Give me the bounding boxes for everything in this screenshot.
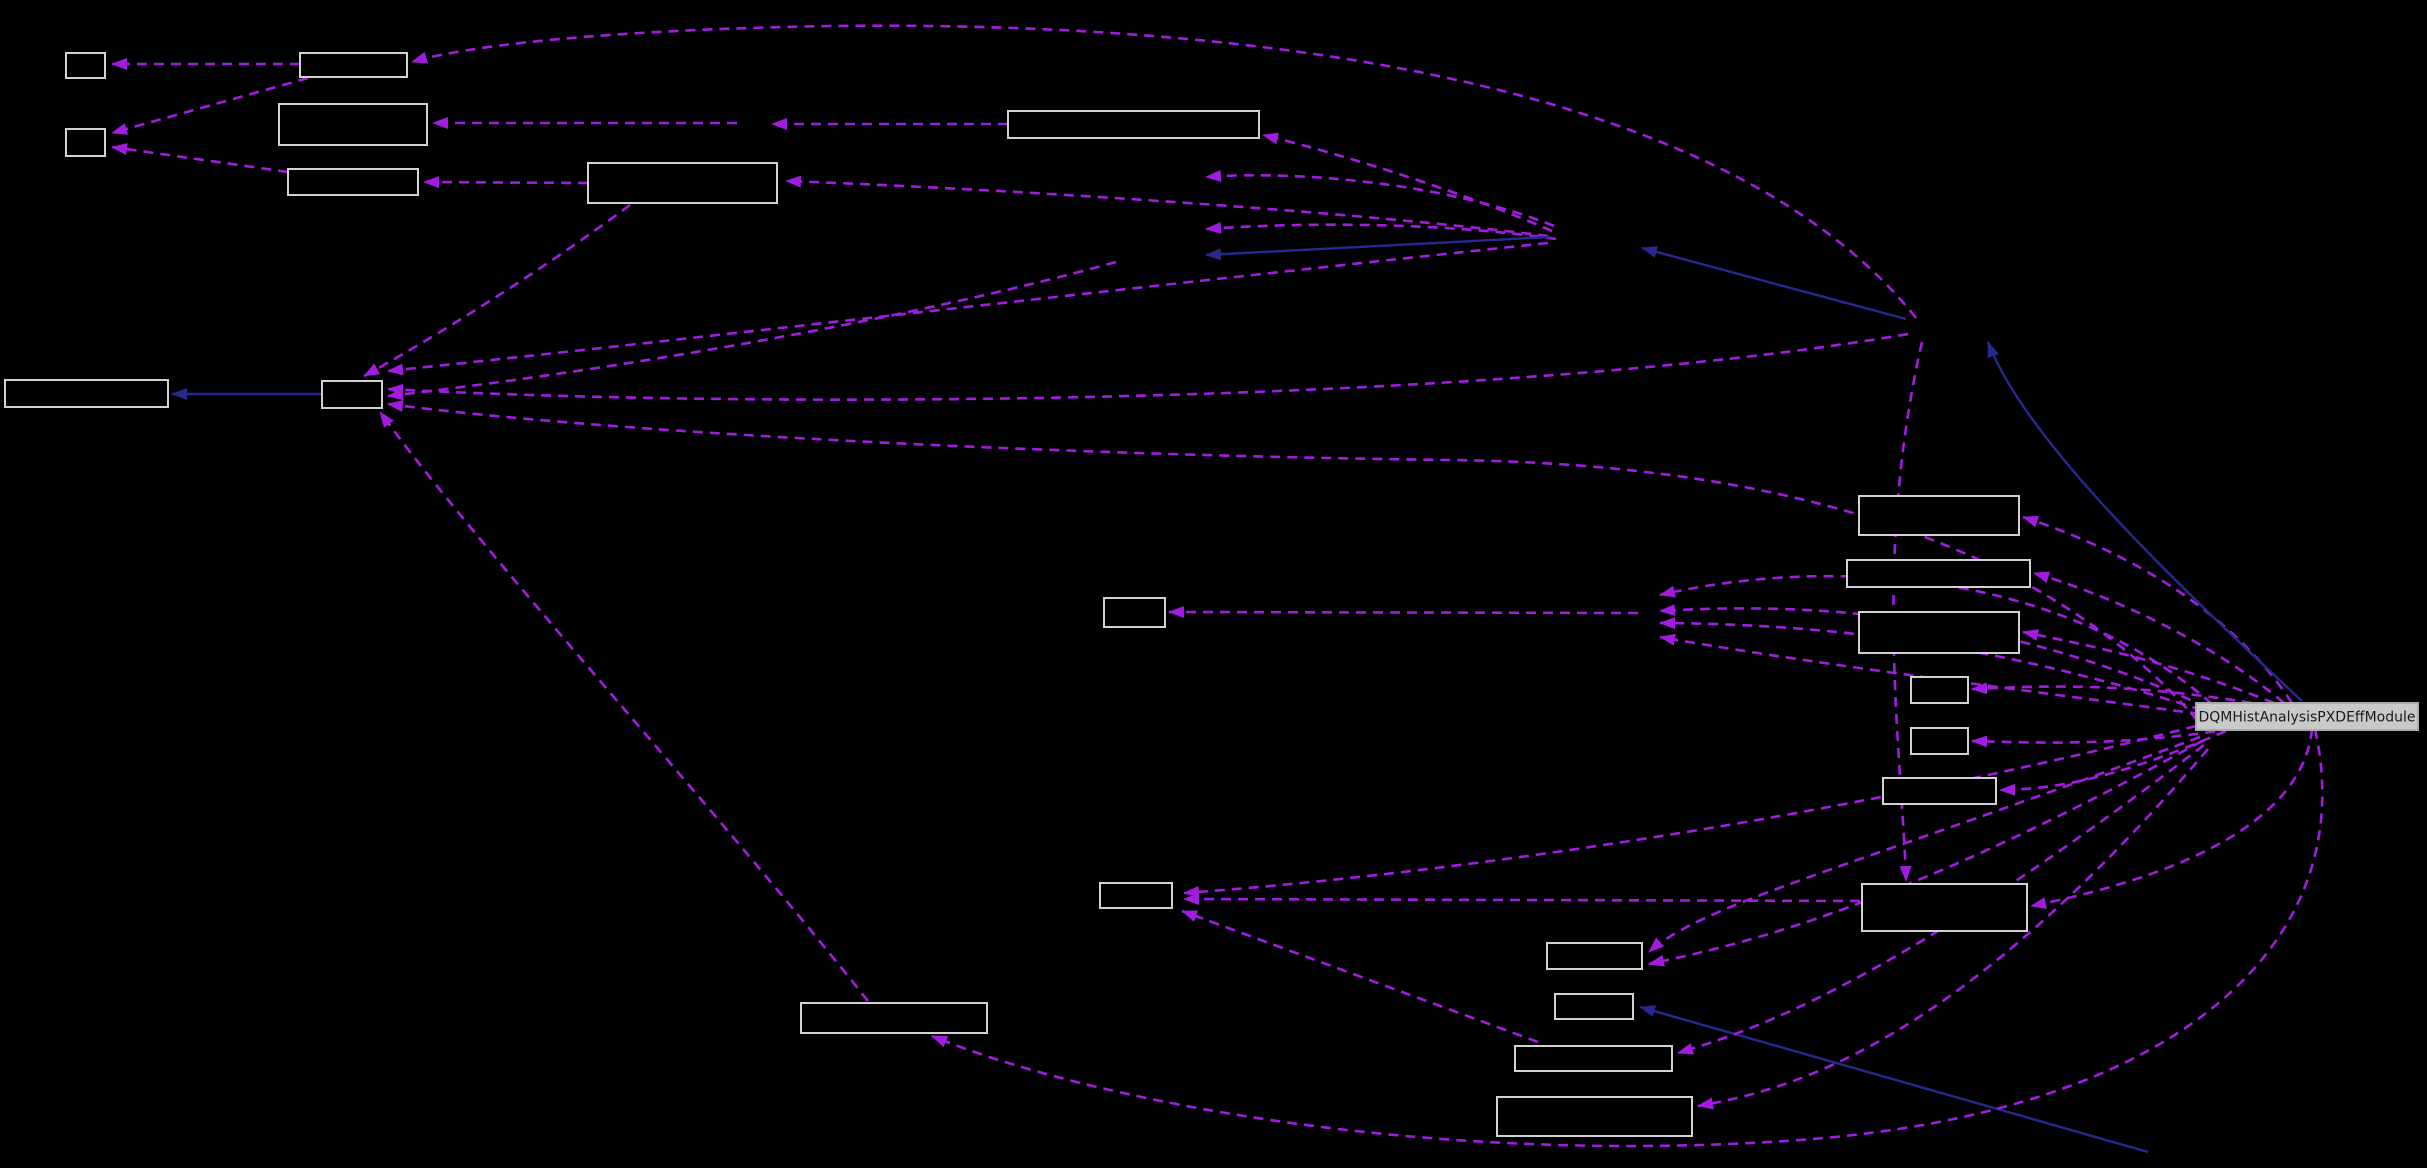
class-node-e[interactable] bbox=[287, 168, 419, 196]
edge-n3-to-m bbox=[1181, 909, 1539, 1044]
class-node-n3[interactable] bbox=[1514, 1045, 1673, 1072]
edge-main-to-n4 bbox=[1697, 748, 2209, 1110]
class-node-d[interactable] bbox=[278, 103, 428, 146]
class-node-q[interactable] bbox=[1861, 883, 2028, 932]
edge-hub1-to-f bbox=[1262, 132, 1553, 233]
class-node-s2[interactable] bbox=[1910, 727, 1969, 755]
edge-main-to-n1-b bbox=[1648, 739, 2203, 967]
edge-main-to-q bbox=[2030, 728, 2314, 909]
edge-hub2-to-b bbox=[411, 24, 1918, 319]
edge-hub1-to-hub3-blue bbox=[1205, 235, 1551, 261]
class-node-i[interactable] bbox=[321, 380, 383, 409]
edge-hub1-to-g bbox=[785, 175, 1549, 238]
class-node-j[interactable] bbox=[1103, 597, 1166, 628]
edge-g-to-i bbox=[363, 203, 631, 378]
edge-hub2-to-i bbox=[387, 332, 1909, 401]
edge-main-to-s3 bbox=[1999, 729, 2227, 796]
class-node-l3[interactable] bbox=[1858, 611, 2020, 654]
edge-main-to-l3 bbox=[2022, 629, 2275, 705]
class-node-f[interactable] bbox=[1007, 110, 1260, 139]
edge-hub1-to-i bbox=[387, 241, 1549, 376]
edge-hub5-to-n2 bbox=[1639, 1005, 2149, 1154]
edge-main-to-p bbox=[931, 728, 2324, 1148]
class-node-b[interactable] bbox=[299, 52, 408, 78]
class-node-m[interactable] bbox=[1099, 882, 1173, 909]
edge-p-to-i bbox=[378, 411, 870, 1002]
edge-hub3-to-i bbox=[387, 260, 1117, 401]
class-node-s1[interactable] bbox=[1910, 676, 1969, 704]
class-node-l2[interactable] bbox=[1846, 559, 2031, 588]
edge-main-to-n1-a bbox=[1648, 735, 2201, 953]
edge-hub1-to-hub3-a bbox=[1205, 169, 1555, 228]
edges-layer bbox=[111, 24, 2324, 1154]
class-node-n1[interactable] bbox=[1546, 942, 1643, 970]
class-node-s3[interactable] bbox=[1882, 777, 1997, 805]
edge-main-to-s2 bbox=[1971, 727, 2233, 748]
class-node-a[interactable] bbox=[65, 52, 106, 79]
edge-hub2-to-q bbox=[1892, 341, 1924, 882]
class-node-p[interactable] bbox=[800, 1002, 988, 1034]
edge-main-to-m bbox=[1183, 724, 2197, 898]
edge-hub1-to-hub3-b bbox=[1205, 221, 1557, 241]
edge-hub2-to-hub1 bbox=[1641, 246, 1907, 321]
edge-main-to-l1 bbox=[2022, 515, 2294, 704]
class-node-l1[interactable] bbox=[1858, 495, 2020, 536]
nodes-layer bbox=[4, 52, 2031, 1137]
labeled-node-group[interactable]: DQMHistAnalysisPXDEffModule bbox=[2195, 702, 2419, 731]
edge-main-to-n3 bbox=[1677, 743, 2205, 1055]
class-node-g[interactable] bbox=[587, 162, 778, 204]
edge-q-to-m bbox=[1183, 893, 1861, 906]
edge-main-to-hub2 bbox=[1986, 341, 2303, 702]
edge-main-to-l2 bbox=[2033, 571, 2285, 704]
labeled-class-node-label: DQMHistAnalysisPXDEffModule bbox=[2199, 710, 2416, 726]
edge-g-to-e bbox=[423, 176, 589, 189]
class-node-c[interactable] bbox=[65, 128, 106, 157]
class-node-n4[interactable] bbox=[1496, 1096, 1693, 1137]
edge-e-to-c bbox=[111, 143, 289, 174]
class-node-h[interactable] bbox=[4, 379, 169, 408]
labeled-class-node[interactable] bbox=[2195, 702, 2419, 731]
class-node-n2[interactable] bbox=[1554, 993, 1634, 1020]
edge-hub4-to-j bbox=[1168, 606, 1639, 619]
